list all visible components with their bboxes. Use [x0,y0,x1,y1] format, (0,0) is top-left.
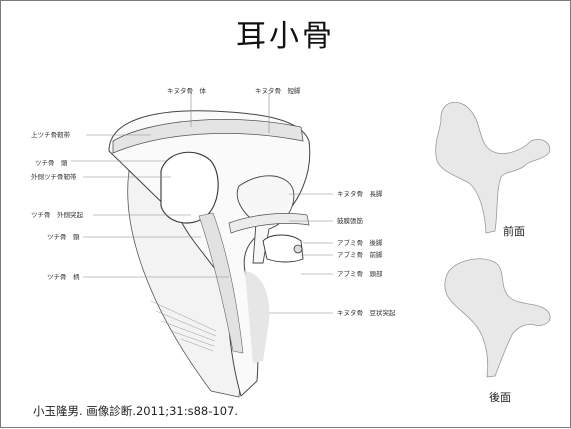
label-lateral-malleal-ligament: 外側ツチ骨靭帯 [31,173,77,181]
label-tensor-tympani-tendon: 鼓膜張筋 [337,217,363,225]
label-malleus-lateral-process: ツチ骨 外側突起 [31,211,83,219]
label-stapes-head: アブミ骨 頭部 [337,270,383,278]
label-incus-body: キヌタ骨 体 [167,87,206,95]
label-superior-malleal-ligament: 上ツチ骨靭帯 [31,131,70,139]
malleus-head [161,152,218,223]
label-malleus-head: ツチ骨 頭 [35,159,68,167]
stapes-head [294,245,302,253]
label-incus-long-process: キヌタ骨 長脚 [337,190,383,198]
label-malleus-neck: ツチ骨 頸 [47,233,80,241]
back-view-model [445,259,550,377]
back-view-label: 後面 [489,389,511,405]
label-incus-short-process: キヌタ骨 短脚 [255,87,301,95]
front-view-model [436,102,550,233]
label-malleus-handle: ツチ骨 柄 [47,273,80,281]
citation: 小玉隆男. 画像診断.2011;31:s88-107. [33,403,238,419]
label-stapes-posterior-crus: アブミ骨 後脚 [337,239,383,247]
front-view-label: 前面 [503,223,525,239]
label-stapes-anterior-crus: アブミ骨 前脚 [337,251,383,259]
label-incus-lenticular-process: キヌタ骨 豆状突起 [337,309,396,317]
